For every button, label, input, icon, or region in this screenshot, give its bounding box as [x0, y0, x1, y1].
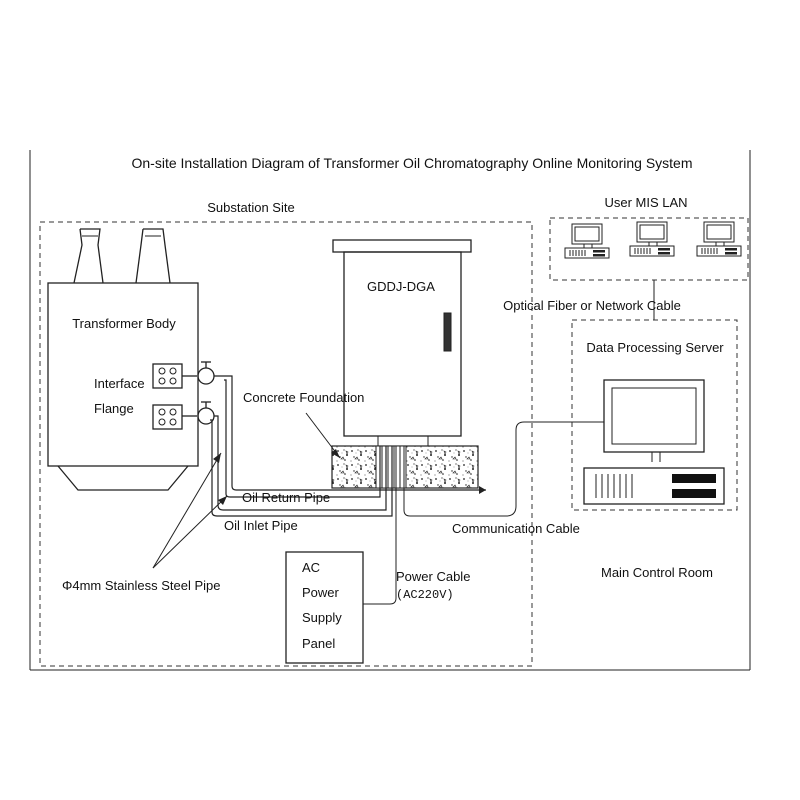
- ac-panel-line3: Supply: [302, 610, 342, 625]
- interface-label: Interface: [94, 376, 145, 391]
- lan-computer-1-icon: [564, 223, 610, 259]
- concrete-foundation-label: Concrete Foundation: [243, 390, 364, 405]
- outer-frame: [29, 150, 751, 671]
- device-label: GDDJ-DGA: [367, 279, 435, 294]
- oil-return-pipe-label: Oil Return Pipe: [242, 490, 330, 505]
- power-cable-label: Power Cable: [396, 569, 470, 584]
- data-server-region: [571, 319, 738, 511]
- ac-panel-line4: Panel: [302, 636, 335, 651]
- ac-panel-line1: AC: [302, 560, 320, 575]
- user-mis-lan-label: User MIS LAN: [604, 195, 687, 210]
- communication-cable-label: Communication Cable: [452, 521, 580, 536]
- lan-computer-3-icon: [696, 221, 742, 257]
- steel-pipe-pointers: [152, 452, 228, 569]
- oil-inlet-pipe-label: Oil Inlet Pipe: [224, 518, 298, 533]
- substation-site-region: [39, 221, 533, 667]
- substation-site-label: Substation Site: [207, 200, 294, 215]
- concrete-foundation-pointer: [305, 412, 341, 459]
- oil-return-pipe: [214, 375, 486, 491]
- transformer-body-label: Transformer Body: [72, 316, 176, 331]
- main-control-room-label: Main Control Room: [601, 565, 713, 580]
- upper-interface-flange-icon: [152, 361, 215, 389]
- gddj-dga-cabinet: [332, 239, 472, 446]
- concrete-foundation: [331, 445, 479, 489]
- transformer-body: [47, 228, 199, 491]
- steel-pipe-label: Φ4mm Stainless Steel Pipe: [62, 578, 221, 593]
- power-cable: [363, 446, 397, 605]
- diagram-title: On-site Installation Diagram of Transfor…: [132, 155, 693, 171]
- oil-inlet-pipe-inner: [210, 419, 393, 517]
- communication-cable: [403, 421, 604, 517]
- server-computer-icon: [583, 379, 725, 505]
- optical-fiber-label: Optical Fiber or Network Cable: [503, 298, 681, 313]
- flange-label: Flange: [94, 401, 134, 416]
- user-mis-lan-region: [549, 217, 749, 281]
- ac-power-supply-panel: [285, 551, 364, 664]
- pipe-end-arrow-icon: [479, 486, 486, 494]
- ac-panel-line2: Power: [302, 585, 340, 600]
- lower-interface-flange-icon: [152, 401, 215, 430]
- power-spec-label: (AC220V): [396, 588, 454, 602]
- data-server-label: Data Processing Server: [586, 340, 724, 355]
- lan-computer-2-icon: [629, 221, 675, 257]
